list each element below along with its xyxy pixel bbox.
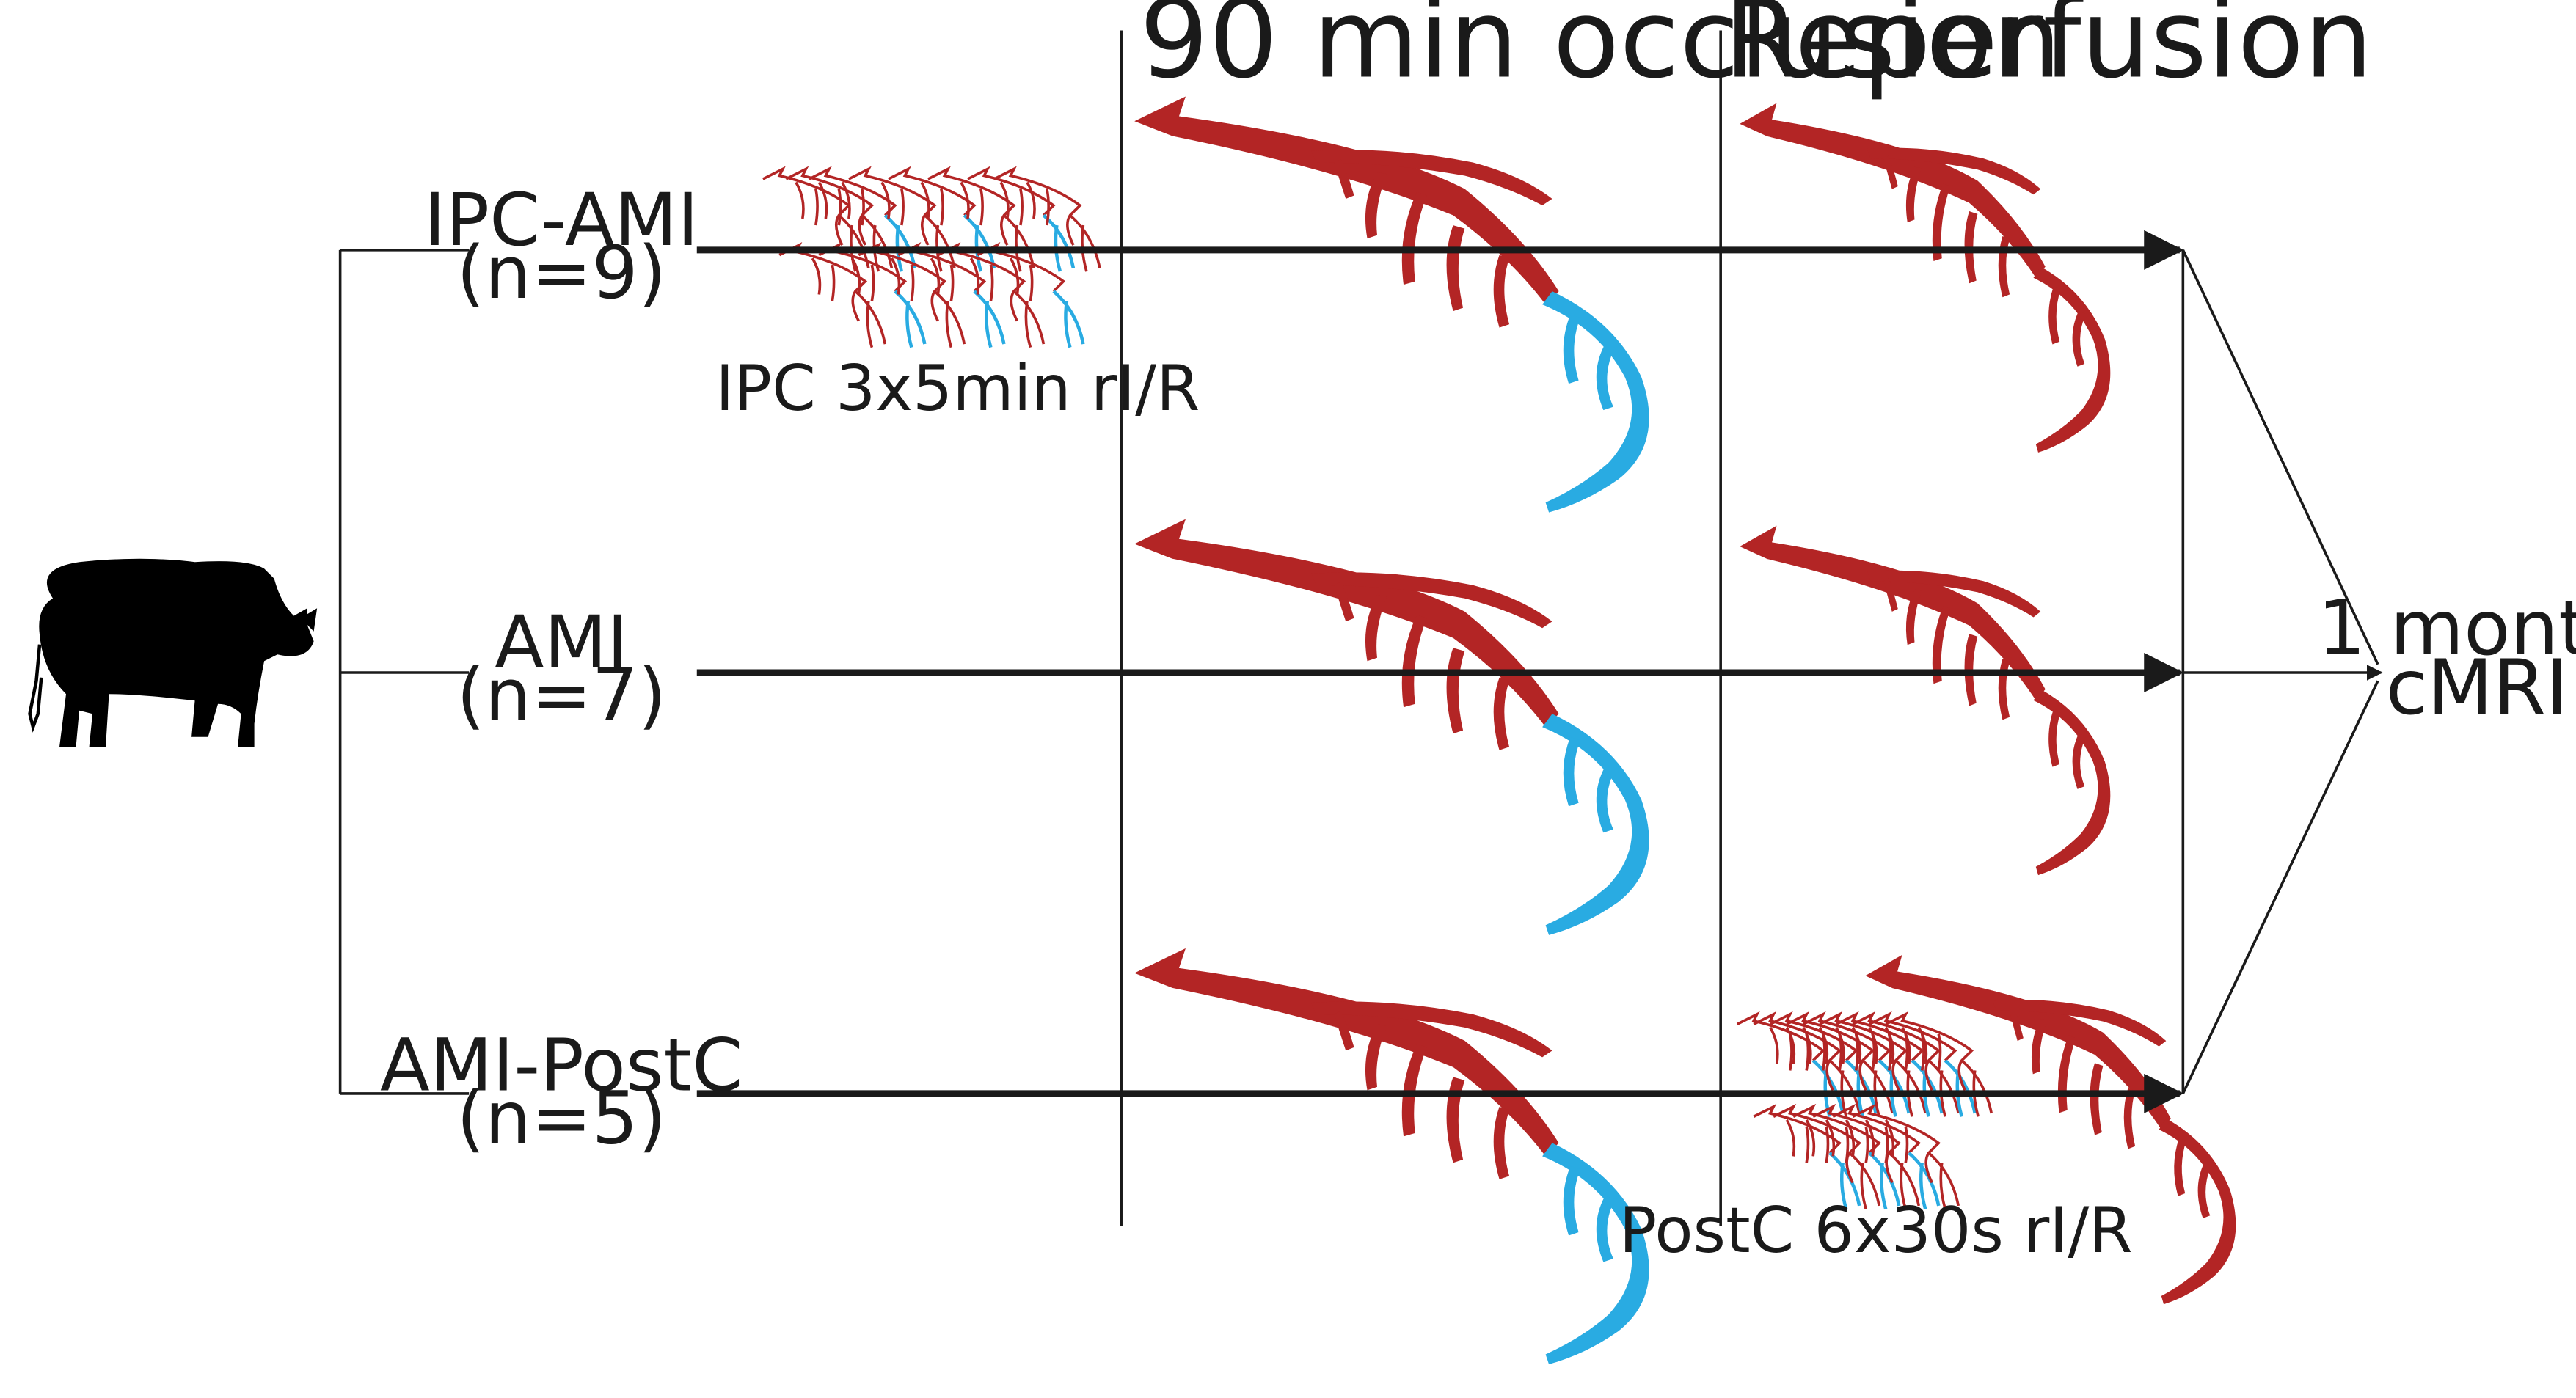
postc-protocol-label: PostC 6x30s rI/R <box>1619 1195 2133 1267</box>
group-ami-name: AMI <box>495 601 628 685</box>
ipc-conditioning-arteries-lower <box>778 245 1083 348</box>
phase-reperfusion-label: Reperfusion <box>1724 0 2374 103</box>
outcome-line1: 1 month <box>2318 585 2576 673</box>
postc-conditioning-arteries-lower <box>1754 1107 1960 1209</box>
group-ami-postc: AMI-PostC (n=5) PostC 6x30s rI/R <box>380 948 2236 1365</box>
occluded-artery <box>1134 948 1649 1365</box>
ipc-protocol-label: IPC 3x5min rI/R <box>715 353 1200 425</box>
group-ipc-ami: IPC-AMI (n=9) IPC 3x5min rI/R <box>424 96 2184 513</box>
outcome-line2: cMRI <box>2386 644 2569 732</box>
postc-conditioning-arteries <box>1737 1014 1993 1117</box>
group-ami-n: (n=7) <box>456 654 666 738</box>
group-ami-postc-n: (n=5) <box>456 1076 666 1160</box>
group-ipc-ami-name: IPC-AMI <box>424 178 698 263</box>
reperfused-artery <box>1740 525 2111 876</box>
pig-silhouette-icon <box>28 558 318 747</box>
convergence-lines <box>2181 249 2383 1094</box>
occluded-artery <box>1134 96 1649 513</box>
group-ami: AMI (n=7) <box>456 519 2184 935</box>
phase-occlusion-label: 90 min occlusion <box>1139 0 2062 103</box>
group-bracket <box>338 249 470 1095</box>
reperfused-artery <box>1740 103 2111 453</box>
group-ipc-ami-n: (n=9) <box>456 231 666 315</box>
occluded-artery <box>1134 519 1649 935</box>
group-ami-postc-name: AMI-PostC <box>380 1023 742 1108</box>
